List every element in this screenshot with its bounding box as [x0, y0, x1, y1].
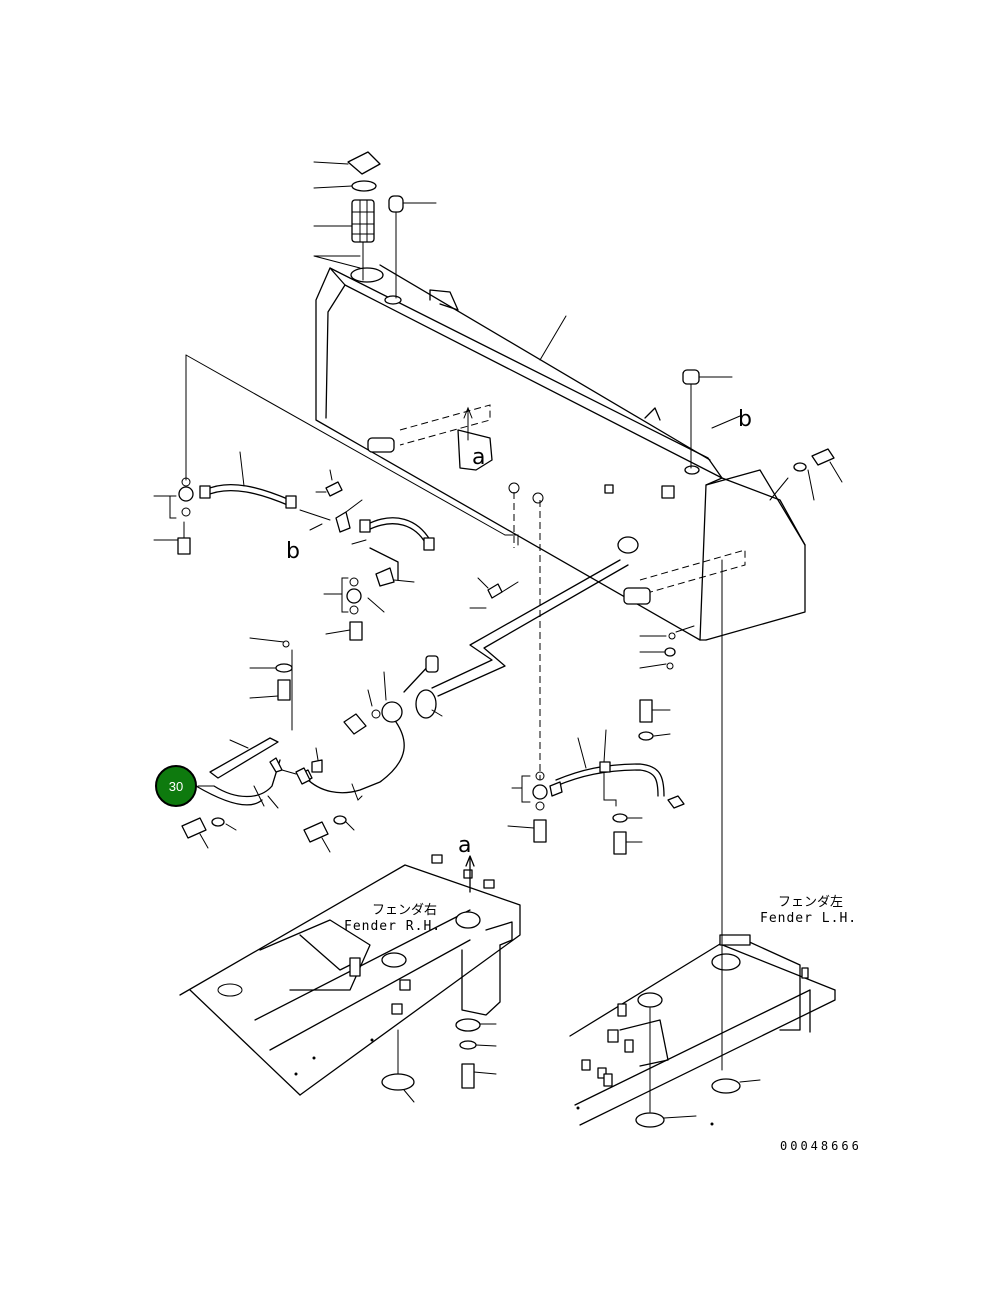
fender-lh-jp: フェンダ左: [778, 895, 843, 910]
left-hose-cluster: [153, 451, 435, 641]
fender-rh: [179, 854, 521, 1103]
right-hose-cluster: [507, 625, 695, 855]
fender-rh-jp: フェンダ右: [372, 903, 437, 918]
drawing-number: 00048666: [780, 1139, 862, 1153]
view-a-label-top: a: [472, 445, 485, 470]
tank-bolt-right: [793, 448, 843, 501]
fender-rh-en: Fender R.H.: [344, 919, 441, 934]
fuel-tank: [315, 264, 806, 641]
filler-cap-assembly: [313, 151, 741, 469]
wire-bracket-cluster: [181, 637, 355, 853]
view-a-label-bottom: a: [458, 833, 471, 858]
sender-cluster: [299, 492, 629, 801]
part-callout-30[interactable]: 30: [155, 765, 215, 807]
view-b-label-right: b: [738, 407, 752, 432]
callout-badge[interactable]: [155, 765, 197, 807]
callout-number: 30: [169, 779, 183, 794]
reference-line: [185, 354, 506, 536]
view-b-label-left: b: [286, 539, 300, 564]
fender-lh: [569, 559, 836, 1128]
fender-lh-en: Fender L.H.: [760, 911, 857, 926]
